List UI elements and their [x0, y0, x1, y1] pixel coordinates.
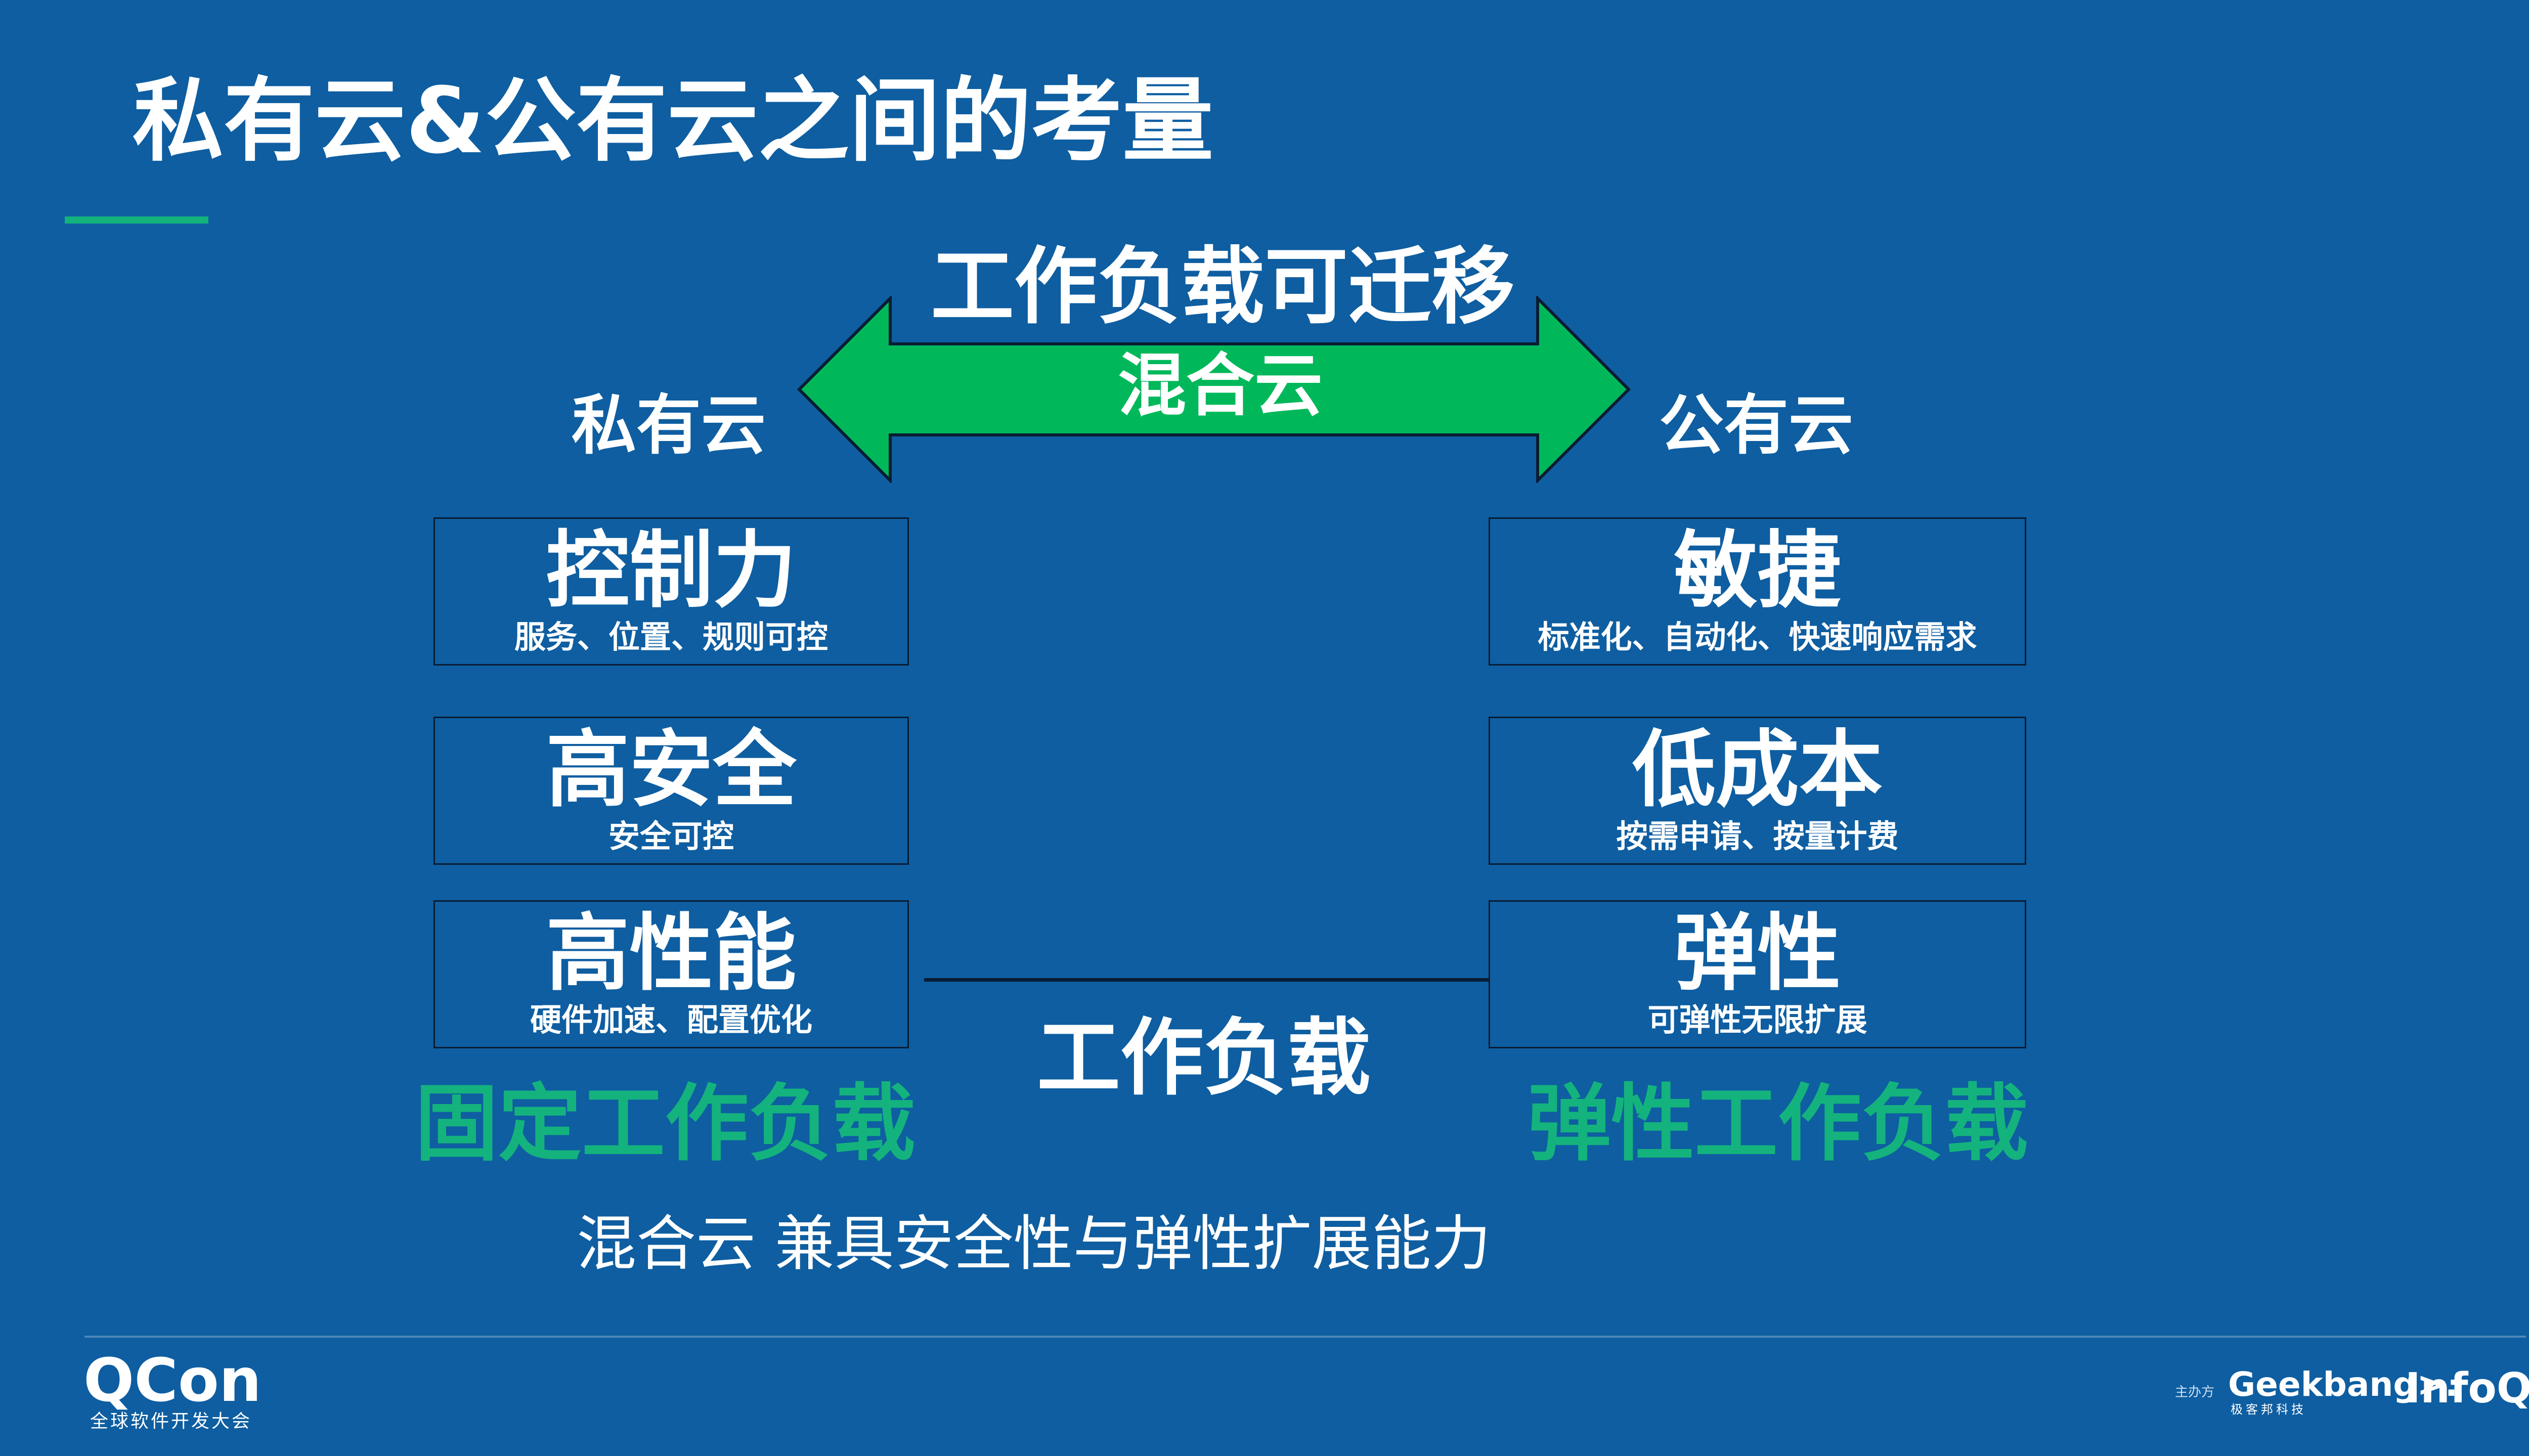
- infoq-logo: InfoQ: [2405, 1364, 2529, 1413]
- control-box: 控制力 服务、位置、规则可控: [433, 517, 909, 666]
- footer-divider: [84, 1336, 2526, 1338]
- qcon-subtitle: 全球软件开发大会: [90, 1411, 252, 1432]
- slide-title: 私有云&公有云之间的考量: [133, 68, 1213, 174]
- private-cloud-label: 私有云: [572, 388, 766, 463]
- title-underline: [65, 216, 208, 224]
- summary-text: 混合云 兼具安全性与弹性扩展能力: [577, 1209, 1491, 1278]
- workload-label: 工作负载: [1037, 1009, 1371, 1107]
- double-arrow-icon: [797, 296, 1631, 483]
- box-subtitle: 按需申请、按量计费: [1616, 817, 1899, 855]
- agility-box: 敏捷 标准化、自动化、快速响应需求: [1489, 517, 2026, 666]
- box-subtitle: 可弹性无限扩展: [1647, 1001, 1867, 1038]
- box-title: 高安全: [546, 721, 797, 818]
- sponsor-label: 主办方: [2175, 1385, 2215, 1400]
- fixed-workload-label: 固定工作负载: [415, 1075, 915, 1172]
- security-box: 高安全 安全可控: [433, 717, 909, 865]
- public-cloud-label: 公有云: [1659, 388, 1854, 463]
- box-title: 弹性: [1674, 904, 1841, 1002]
- box-subtitle: 服务、位置、规则可控: [514, 618, 828, 655]
- migration-label: 工作负载可迁移: [931, 238, 1515, 335]
- elasticity-box: 弹性 可弹性无限扩展: [1489, 900, 2026, 1048]
- low-cost-box: 低成本 按需申请、按量计费: [1489, 717, 2026, 865]
- box-title: 敏捷: [1674, 521, 1841, 619]
- box-subtitle: 安全可控: [608, 817, 734, 855]
- workload-connector-line: [924, 978, 1489, 982]
- box-title: 低成本: [1632, 721, 1883, 818]
- qcon-logo: QCon: [83, 1345, 261, 1415]
- geekbang-subtitle: 极客邦科技: [2231, 1402, 2306, 1417]
- box-subtitle: 标准化、自动化、快速响应需求: [1538, 618, 1977, 655]
- hybrid-cloud-label: 混合云: [1118, 346, 1323, 425]
- elastic-workload-label: 弹性工作负载: [1528, 1075, 2028, 1172]
- box-subtitle: 硬件加速、配置优化: [530, 1001, 812, 1038]
- performance-box: 高性能 硬件加速、配置优化: [433, 900, 909, 1048]
- box-title: 高性能: [546, 904, 797, 1002]
- box-title: 控制力: [546, 521, 797, 619]
- geekbang-logo: Geekbang>.: [2228, 1365, 2458, 1404]
